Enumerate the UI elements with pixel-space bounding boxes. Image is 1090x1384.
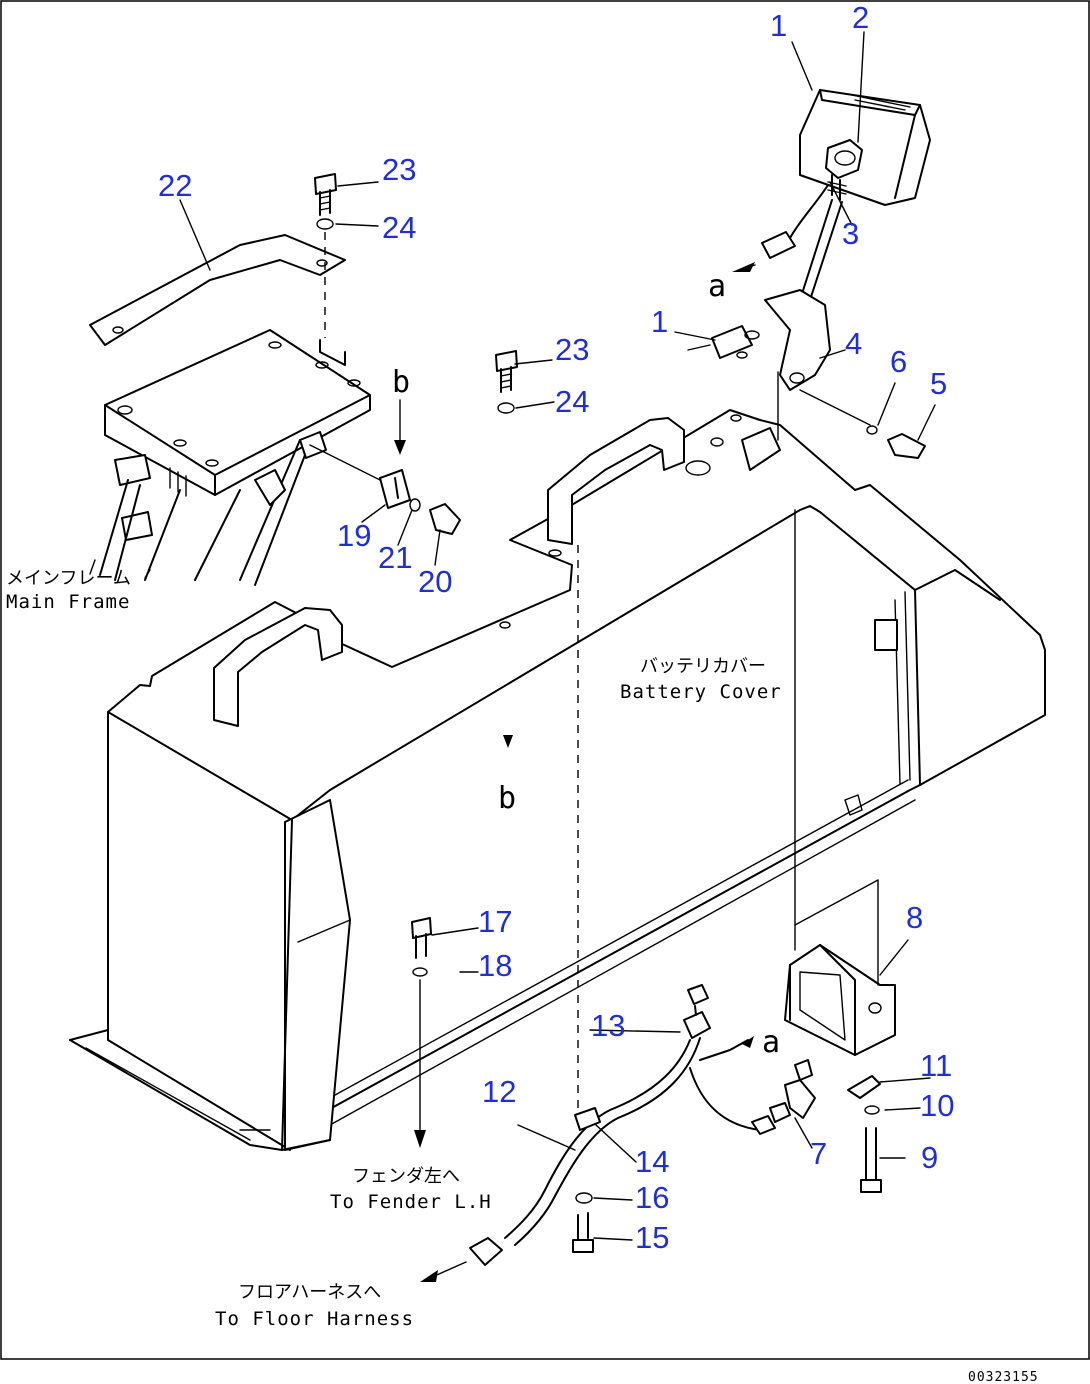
ref-b-center-arrow xyxy=(503,735,513,748)
battery-cover-label-en: Battery Cover xyxy=(620,681,782,703)
callout-7: 7 xyxy=(810,1136,827,1171)
ref-a-bottom: a xyxy=(762,1025,780,1060)
callout-24-upper: 24 xyxy=(382,210,416,245)
callout-3: 3 xyxy=(842,216,859,251)
callout-22: 22 xyxy=(158,168,192,203)
lamp-assembly-drawing xyxy=(711,89,931,459)
callout-23-upper: 23 xyxy=(382,152,416,187)
floor-harness-label-jp: フロアハーネスへ xyxy=(238,1282,381,1303)
ref-b-top: b xyxy=(392,365,410,400)
battery-cover-label-jp: バッテリカバー xyxy=(640,656,766,677)
lower-parts-drawing xyxy=(411,509,896,1282)
main-frame-drawing xyxy=(89,234,391,586)
callout-11: 11 xyxy=(920,1048,952,1083)
fender-label-jp: フェンダ左へ xyxy=(352,1166,460,1187)
floor-harness-label-en: To Floor Harness xyxy=(215,1308,414,1330)
callout-17: 17 xyxy=(478,904,512,939)
callout-8: 8 xyxy=(906,900,923,935)
callout-19: 19 xyxy=(337,518,371,553)
callout-16: 16 xyxy=(635,1180,669,1215)
callout-1-lamp: 1 xyxy=(770,8,787,43)
callout-2: 2 xyxy=(852,0,869,35)
callout-18: 18 xyxy=(478,948,512,983)
caption-labels: メインフレーム Main Frame バッテリカバー Battery Cover… xyxy=(6,269,1039,1384)
callout-12: 12 xyxy=(482,1074,516,1109)
callout-14: 14 xyxy=(635,1144,669,1179)
callout-21: 21 xyxy=(378,540,412,575)
callout-20: 20 xyxy=(418,564,452,599)
drawing-code: 00323155 xyxy=(968,1370,1039,1384)
callout-9: 9 xyxy=(921,1140,938,1175)
callout-4: 4 xyxy=(845,326,862,361)
main-frame-label-jp: メインフレーム xyxy=(6,568,131,589)
ref-b-center: b xyxy=(498,781,516,816)
callout-numbers: 1 2 3 1 4 5 6 7 8 9 10 11 12 13 14 15 16… xyxy=(158,0,954,1255)
callout-10: 10 xyxy=(920,1088,954,1123)
battery-cover-drawing xyxy=(69,409,1046,1151)
callout-6: 6 xyxy=(890,344,907,379)
callout-23-middle: 23 xyxy=(555,332,589,367)
bolt-washer-upper xyxy=(314,173,337,338)
fender-label-en: To Fender L.H xyxy=(330,1191,492,1213)
clip-bolt-drawing xyxy=(379,399,461,535)
callout-24-middle: 24 xyxy=(555,384,589,419)
callout-15: 15 xyxy=(635,1220,669,1255)
ref-a-top: a xyxy=(708,269,726,304)
callout-5: 5 xyxy=(930,366,947,401)
leader-lines xyxy=(179,31,936,1241)
callout-13: 13 xyxy=(591,1008,625,1043)
callout-1-nut: 1 xyxy=(651,304,668,339)
main-frame-label-en: Main Frame xyxy=(6,591,130,613)
bolt-washer-middle xyxy=(495,350,518,414)
